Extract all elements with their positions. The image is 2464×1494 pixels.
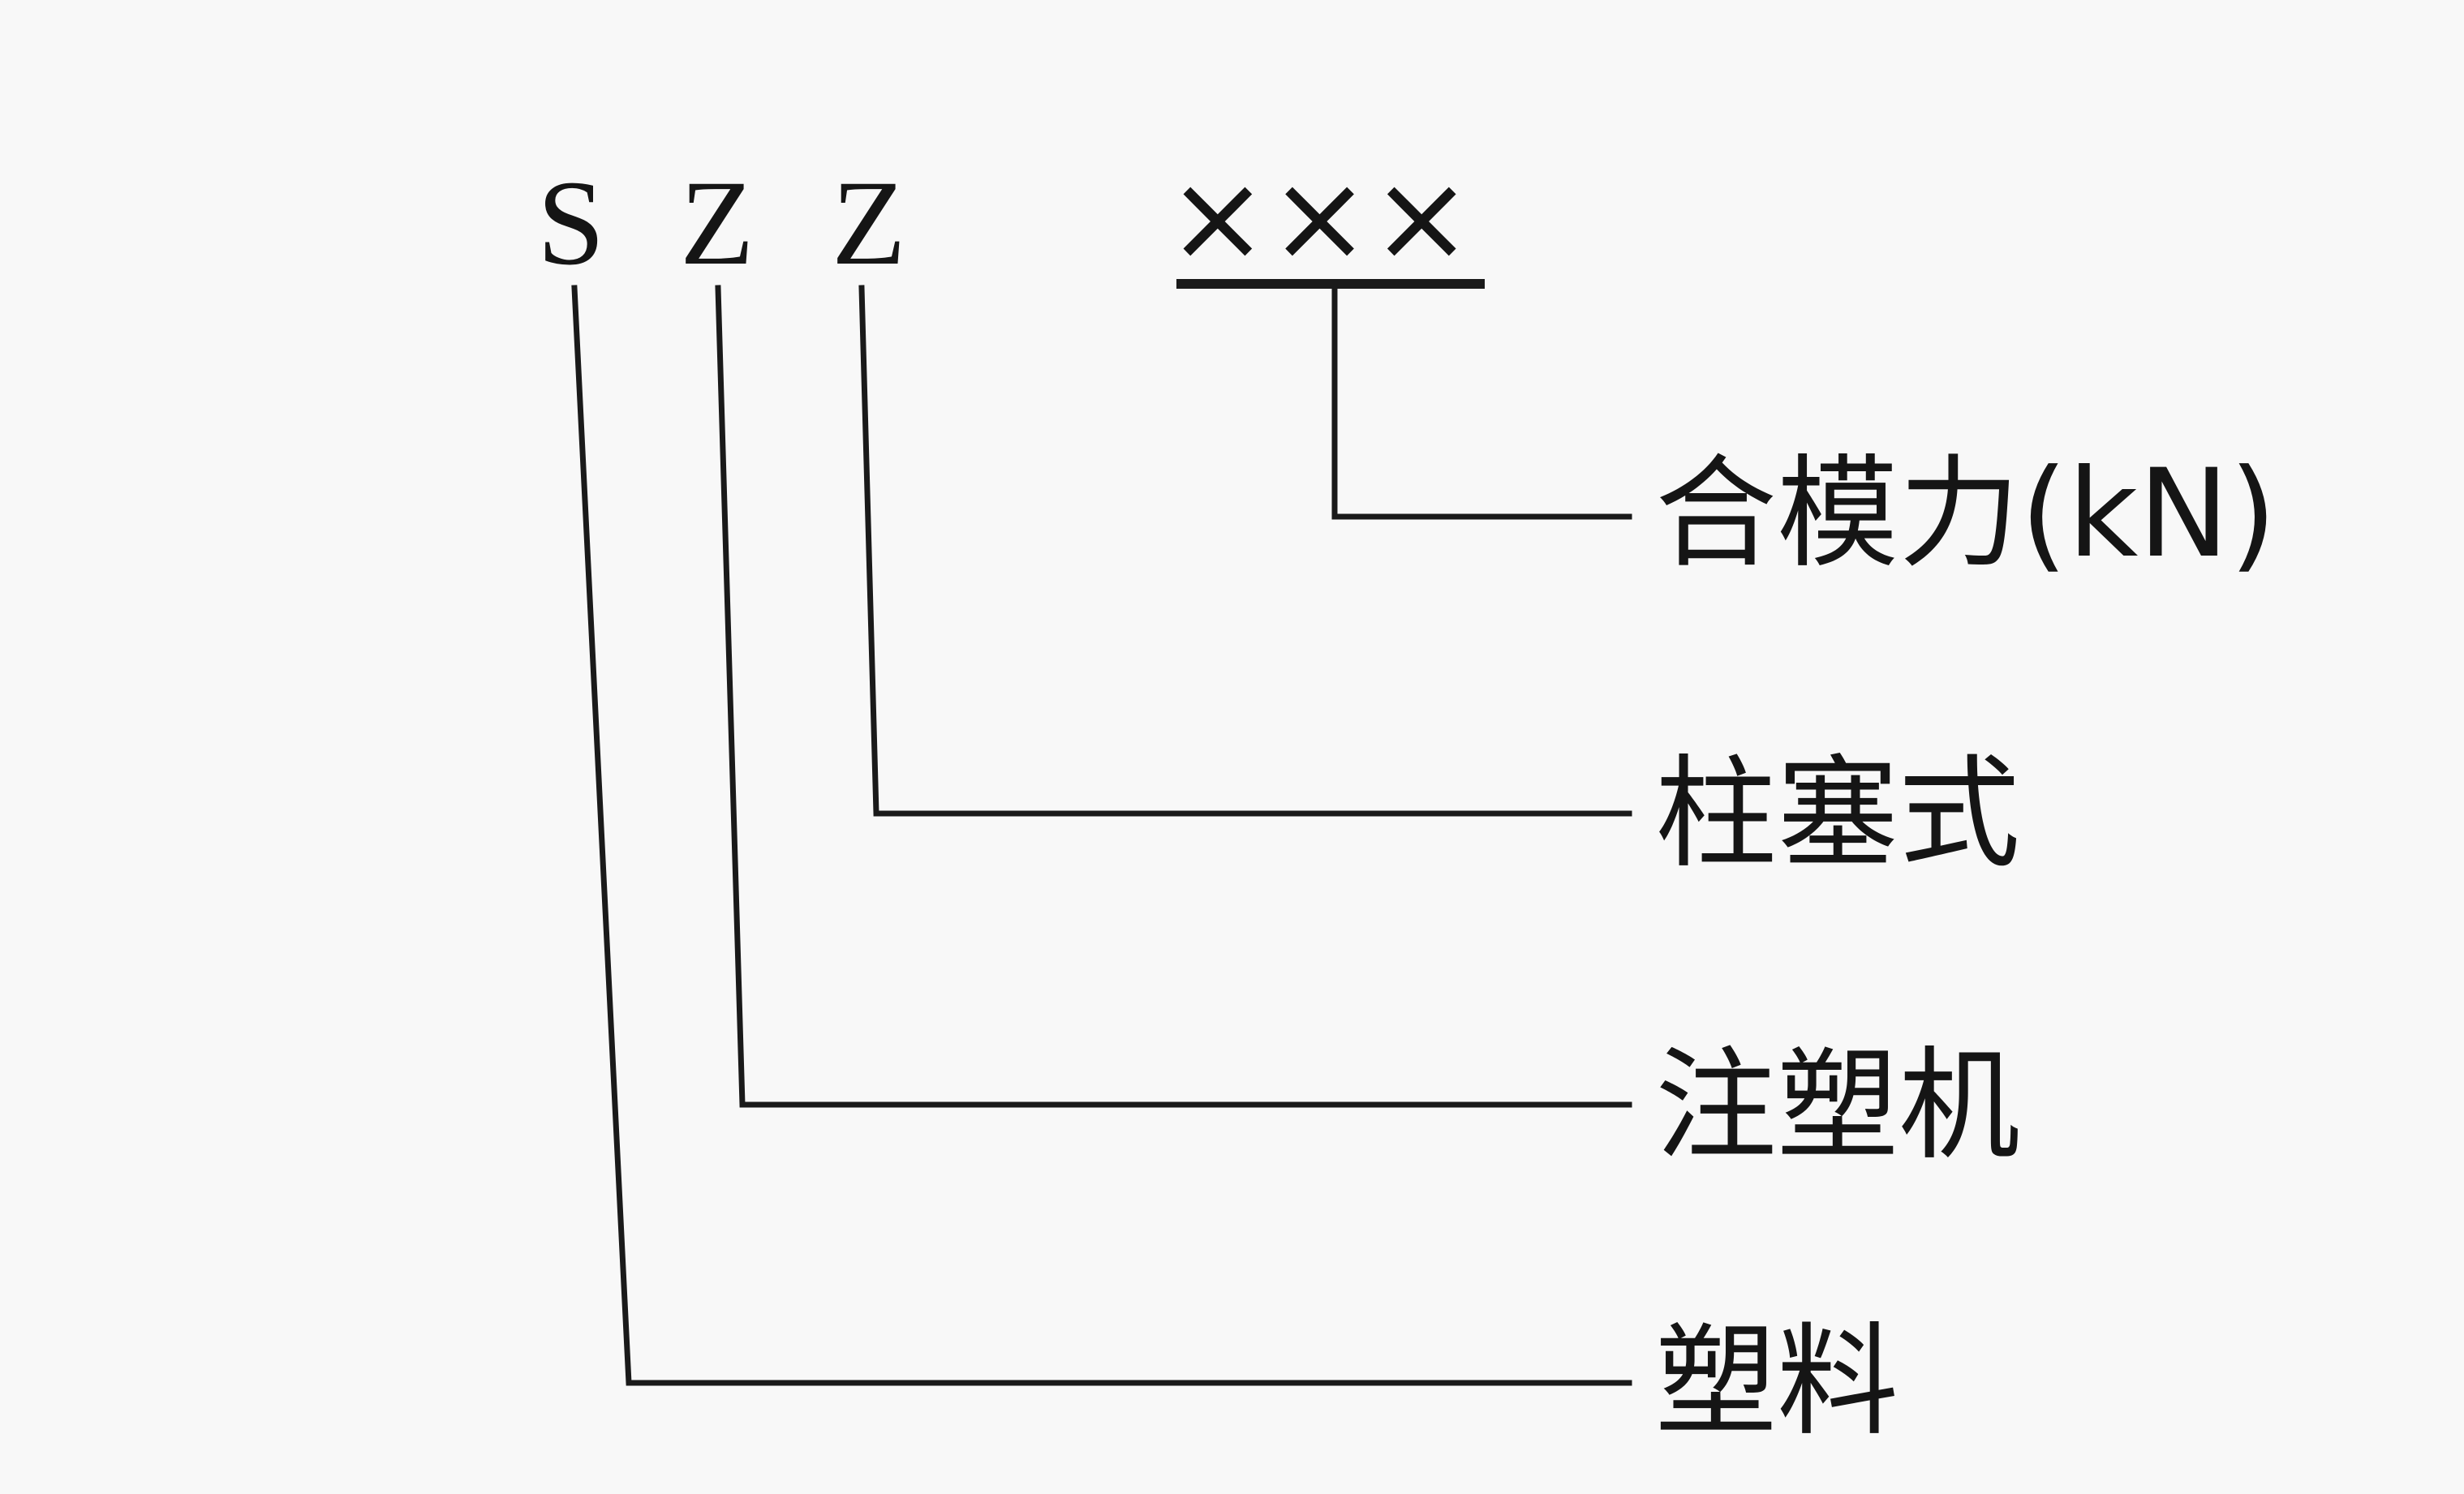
code-letter-z1: Z xyxy=(680,156,755,290)
leader-line-injection-machine xyxy=(715,285,1632,1108)
code-placeholder: ××× xyxy=(1167,148,1473,289)
label-plunger-type: 柱塞式 xyxy=(1655,744,2020,885)
leader-line-clamping-force xyxy=(1331,282,1632,520)
label-clamping-force: 合模力(kN) xyxy=(1655,444,2277,585)
label-plastic: 塑料 xyxy=(1655,1312,1899,1453)
leader-line-plastic xyxy=(571,285,1632,1386)
leader-line-plunger-type xyxy=(858,285,1632,817)
code-letter-s: S xyxy=(537,156,604,290)
label-injection-machine: 注塑机 xyxy=(1655,1036,2020,1177)
code-letter-z2: Z xyxy=(832,156,906,290)
